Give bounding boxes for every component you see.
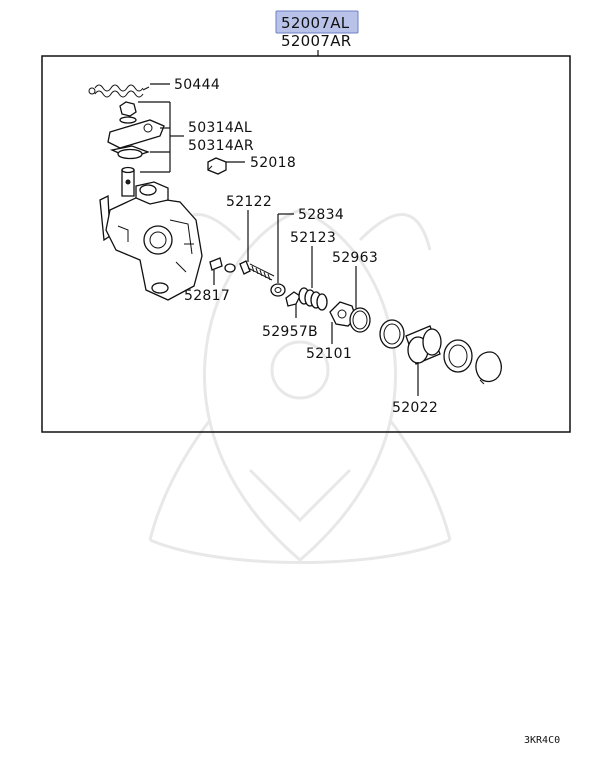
piston-seal-drawing: [379, 319, 502, 385]
caliper-body-drawing: [99, 181, 203, 301]
callout-52022[interactable]: 52022: [392, 400, 438, 416]
bleeder-screw-drawing: [207, 157, 227, 175]
callout-50444[interactable]: 50444: [174, 77, 220, 93]
callout-52957B[interactable]: 52957B: [262, 324, 318, 340]
adjuster-spring-drawing: [298, 287, 328, 311]
callout-52101[interactable]: 52101: [306, 346, 352, 362]
callout-50314AR[interactable]: 50314AR: [188, 138, 254, 154]
pin-part-drawing: [209, 257, 223, 271]
spring-part-drawing: [88, 84, 150, 98]
callout-52817[interactable]: 52817: [184, 288, 230, 304]
adjuster-rod-drawing: [224, 260, 275, 281]
diagram-code: 3KR4C0: [524, 735, 560, 746]
assembly-part-left[interactable]: 52007AL: [281, 14, 350, 32]
washer-part-drawing: [270, 283, 286, 297]
lever-assembly-drawing: [107, 101, 165, 197]
callout-52123[interactable]: 52123: [290, 230, 336, 246]
callout-52122[interactable]: 52122: [226, 194, 272, 210]
clip-part-drawing: [285, 291, 301, 307]
watermark-emblem: [148, 208, 452, 564]
callout-52018[interactable]: 52018: [250, 155, 296, 171]
diagram-frame: [41, 55, 571, 433]
callout-52963[interactable]: 52963: [332, 250, 378, 266]
highlight-box: [275, 10, 359, 34]
callout-50314AL[interactable]: 50314AL: [188, 120, 252, 136]
callout-52834[interactable]: 52834: [298, 207, 344, 223]
o-ring-drawing: [349, 307, 371, 333]
assembly-part-right[interactable]: 52007AR: [281, 32, 352, 50]
